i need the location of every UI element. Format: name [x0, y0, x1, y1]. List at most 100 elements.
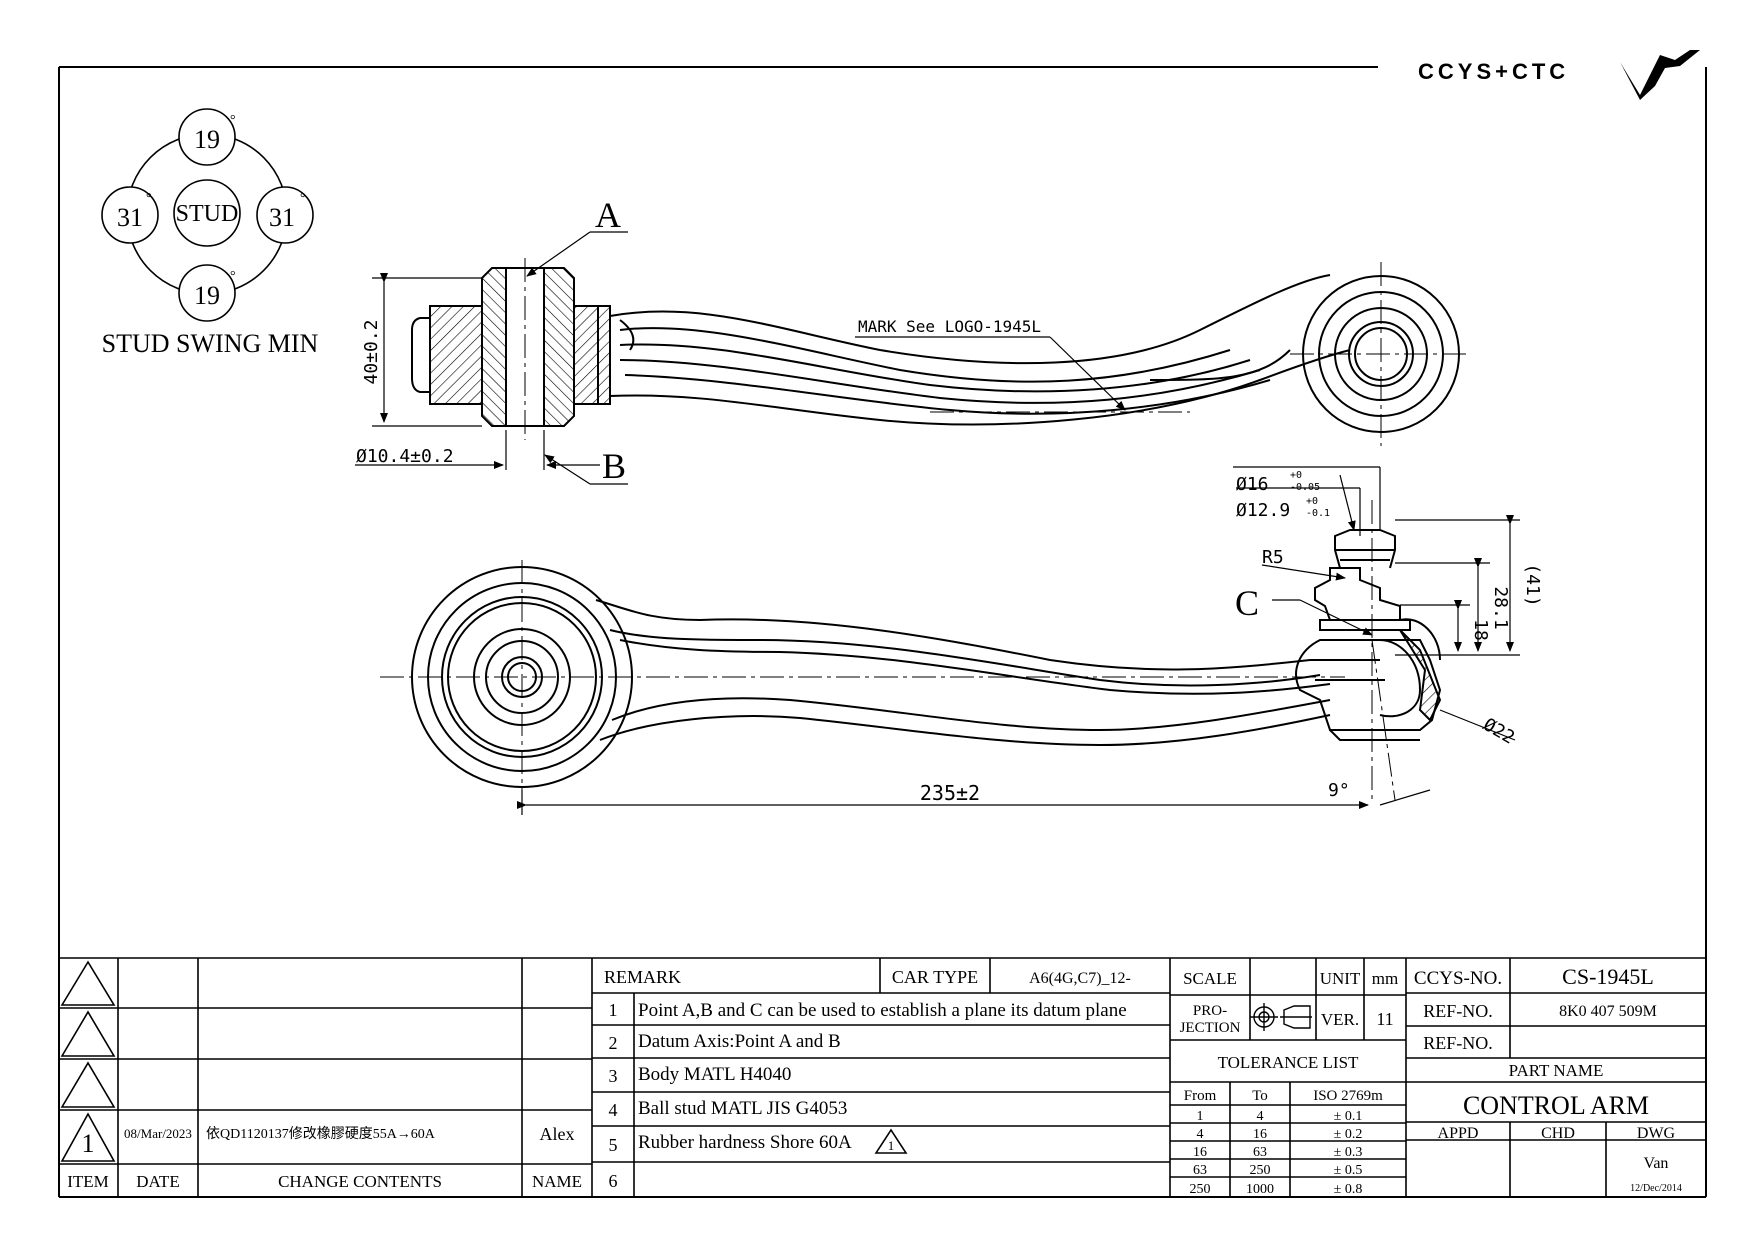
- appd-label: APPD: [1438, 1125, 1479, 1142]
- revision-triangle-icon: [60, 1010, 116, 1057]
- tolerance-cell: 63: [1253, 1145, 1267, 1160]
- company-logo: CCYS+CTC: [1418, 50, 1700, 100]
- degree-mark: °: [230, 113, 236, 128]
- overall-length-dim: 235±2: [920, 781, 980, 805]
- height-18-dim: 18: [1470, 619, 1491, 641]
- ball-stud-shank: [1314, 567, 1401, 621]
- projection-symbol-icon: [1250, 1003, 1312, 1031]
- bushing-stub: [411, 317, 431, 393]
- bottom-view-labels: Ø16 +0 -0.05 Ø12.9 +0 -0.1 R5 C (41) 28.…: [920, 470, 1543, 805]
- revision-triangle-icon: [874, 1128, 908, 1154]
- logo-wing-icon: [1620, 50, 1700, 100]
- unit-label: UNIT: [1320, 969, 1361, 988]
- ccys-no-label: CCYS-NO.: [1414, 968, 1502, 989]
- ref-no-value: 8K0 407 509M: [1559, 1003, 1657, 1020]
- height-281-dim: 28.1: [1490, 586, 1511, 629]
- car-type-label: CAR TYPE: [892, 967, 978, 987]
- tolerance-cell: 63: [1193, 1163, 1207, 1178]
- bottom-view-centerlines: [380, 500, 1396, 801]
- remark-no: 6: [609, 1171, 618, 1191]
- header-item: ITEM: [67, 1172, 109, 1191]
- ver-value: 11: [1376, 1009, 1393, 1029]
- remark-no: 3: [609, 1066, 618, 1086]
- point-a-label: A: [595, 195, 621, 235]
- radius-r5: R5: [1262, 547, 1284, 568]
- scale-label: SCALE: [1183, 969, 1237, 988]
- header-change-contents: CHANGE CONTENTS: [278, 1172, 442, 1191]
- arm-outline-top: [609, 274, 1331, 365]
- tolerance-cell: 4: [1197, 1127, 1204, 1142]
- bottom-view-dimensions: [517, 466, 1520, 815]
- revision-item: 1: [82, 1129, 95, 1158]
- remarks-table: REMARK CAR TYPE A6(4G,C7)_12- 1 Point A,…: [604, 967, 1131, 1191]
- remark-no: 2: [609, 1033, 618, 1053]
- ccys-no-value: CS-1945L: [1562, 964, 1654, 989]
- tolerance-cell: ± 0.2: [1334, 1127, 1363, 1142]
- remark-text: Rubber hardness Shore 60A: [638, 1132, 852, 1153]
- revision-contents: 依QD1120137修改橡膠硬度55A→60A: [206, 1126, 436, 1142]
- svg-text:CCYS+CTC: CCYS+CTC: [1418, 59, 1569, 84]
- drawing-frame: [58, 66, 1707, 1198]
- tolerance-cell: 16: [1253, 1127, 1267, 1142]
- header-name: NAME: [532, 1172, 582, 1191]
- part-name-label: PART NAME: [1509, 1061, 1604, 1080]
- tolerance-header: From: [1184, 1088, 1217, 1104]
- swing-right-value: 31: [269, 203, 295, 232]
- revision-triangle-icon: [60, 1061, 116, 1108]
- degree-mark: °: [146, 191, 152, 206]
- ball-stud-ball: [1379, 639, 1422, 718]
- tolerance-cell: ± 0.8: [1334, 1182, 1363, 1197]
- chd-label: CHD: [1541, 1125, 1575, 1142]
- point-c-label: C: [1235, 583, 1259, 623]
- tol-lower: -0.1: [1306, 508, 1330, 519]
- remark-rev-mark: 1: [888, 1138, 895, 1153]
- bore-diameter-dim: Ø10.4±0.2: [356, 446, 454, 467]
- bushing-height-dim: 40±0.2: [361, 319, 382, 384]
- swing-left-value: 31: [117, 203, 143, 232]
- tolerance-cell: 250: [1250, 1163, 1271, 1178]
- tolerance-title: TOLERANCE LIST: [1218, 1053, 1359, 1072]
- swing-center-circle: [173, 179, 241, 247]
- remark-text: Datum Axis:Point A and B: [638, 1031, 841, 1052]
- remark-text: Ball stud MATL JIS G4053: [638, 1098, 847, 1119]
- tolerance-cell: ± 0.5: [1334, 1163, 1363, 1178]
- title-block: CCYS-NO. CS-1945L REF-NO. 8K0 407 509M R…: [1414, 964, 1682, 1194]
- ref-no-label: REF-NO.: [1423, 1001, 1493, 1021]
- ball-diameter-22: Ø22: [1480, 714, 1519, 748]
- top-view-labels: A B 40±0.2 Ø10.4±0.2 MARK See LOGO-1945L: [356, 195, 1041, 486]
- point-b-label: B: [602, 446, 626, 486]
- revision-triangle-icon: [60, 1112, 116, 1162]
- projection-label: JECTION: [1180, 1020, 1241, 1036]
- revision-table: 1 08/Mar/2023 依QD1120137修改橡膠硬度55A→60A Al…: [67, 1124, 582, 1191]
- title-block-grid: [59, 957, 1706, 1197]
- stud-angle: 9°: [1328, 780, 1350, 801]
- car-type-value: A6(4G,C7)_12-: [1029, 970, 1131, 987]
- revision-name: Alex: [540, 1124, 575, 1144]
- ref-no-label: REF-NO.: [1423, 1033, 1493, 1053]
- swing-center-label: STUD: [176, 201, 239, 227]
- swing-left-circle: [101, 186, 159, 244]
- tolerance-cell: 1: [1197, 1109, 1204, 1124]
- stud-diameter-16: Ø16: [1236, 474, 1269, 495]
- tol-upper: +0: [1306, 496, 1318, 507]
- swing-top-value: 19: [194, 125, 220, 154]
- swing-bottom-circle: [178, 264, 236, 322]
- stud-swing-diagram: [101, 108, 314, 322]
- height-41-dim: (41): [1522, 563, 1543, 606]
- revision-triangle-icon: [60, 960, 116, 1006]
- stud-swing-labels: 19 ° 19 ° 31 ° 31 ° STUD STUD SWING MIN: [102, 113, 319, 358]
- tolerance-cell: ± 0.3: [1334, 1145, 1363, 1160]
- remark-no: 5: [609, 1135, 618, 1155]
- stud-diameter-129: Ø12.9: [1236, 500, 1290, 521]
- bushing-sleeve-right: [573, 305, 611, 405]
- degree-mark: °: [230, 269, 236, 284]
- tolerance-cell: 250: [1190, 1182, 1211, 1197]
- remark-text: Point A,B and C can be used to establish…: [638, 1000, 1127, 1021]
- tolerance-cell: ± 0.1: [1334, 1109, 1363, 1124]
- top-view: [411, 267, 1460, 433]
- bushing-sleeve-left: [429, 305, 483, 405]
- tolerance-cell: 16: [1193, 1145, 1207, 1160]
- tolerance-header: To: [1252, 1088, 1268, 1104]
- projection-label: PRO-: [1193, 1003, 1227, 1019]
